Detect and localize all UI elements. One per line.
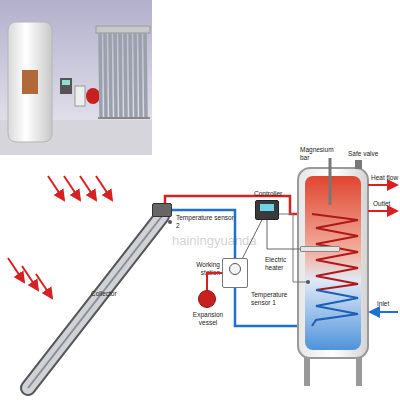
sensor-probe xyxy=(168,220,172,224)
sensor-label: Temperature sensor 1 xyxy=(251,291,297,306)
node-label: Electric heater xyxy=(265,256,303,271)
collector-header: Collector xyxy=(152,203,172,217)
collector-tube xyxy=(28,216,162,388)
pipe-connector xyxy=(207,273,222,290)
flow-label: Outlet xyxy=(373,200,400,208)
sensor-label: Temperature sensor 2 xyxy=(176,214,238,229)
part-label: Safe valve xyxy=(348,150,388,158)
watermark: hainingyuanda xyxy=(172,234,292,247)
controller-screen xyxy=(260,204,274,211)
inlet-pipe xyxy=(370,311,398,313)
expansion-vessel: Expansion vessel xyxy=(198,290,216,308)
node-label: Working station xyxy=(177,261,220,276)
outlet-pipe xyxy=(368,210,397,212)
wire-connector xyxy=(243,220,262,258)
node-label: Controller xyxy=(254,190,294,198)
hot-pipe xyxy=(165,196,312,214)
node-label: Collector xyxy=(91,290,135,298)
storage-tank xyxy=(298,158,368,386)
flow-label: Inlet xyxy=(377,300,400,308)
working-station: Working station xyxy=(222,258,248,288)
sensor-probe xyxy=(306,280,310,284)
controller-box: Controller xyxy=(255,200,279,220)
wire-connector xyxy=(267,220,300,249)
electric-heater: Electric heater xyxy=(300,246,340,252)
pressure-gauge xyxy=(229,263,241,275)
node-label: Expansion vessel xyxy=(187,311,229,326)
product-photo xyxy=(0,0,152,155)
part-label: Magnesium bar xyxy=(300,146,342,161)
pipe-connector xyxy=(172,210,235,258)
heat-flow-pipe xyxy=(368,184,397,186)
sunlight-arrows xyxy=(8,176,112,298)
flow-label: Heat flow xyxy=(371,174,400,182)
